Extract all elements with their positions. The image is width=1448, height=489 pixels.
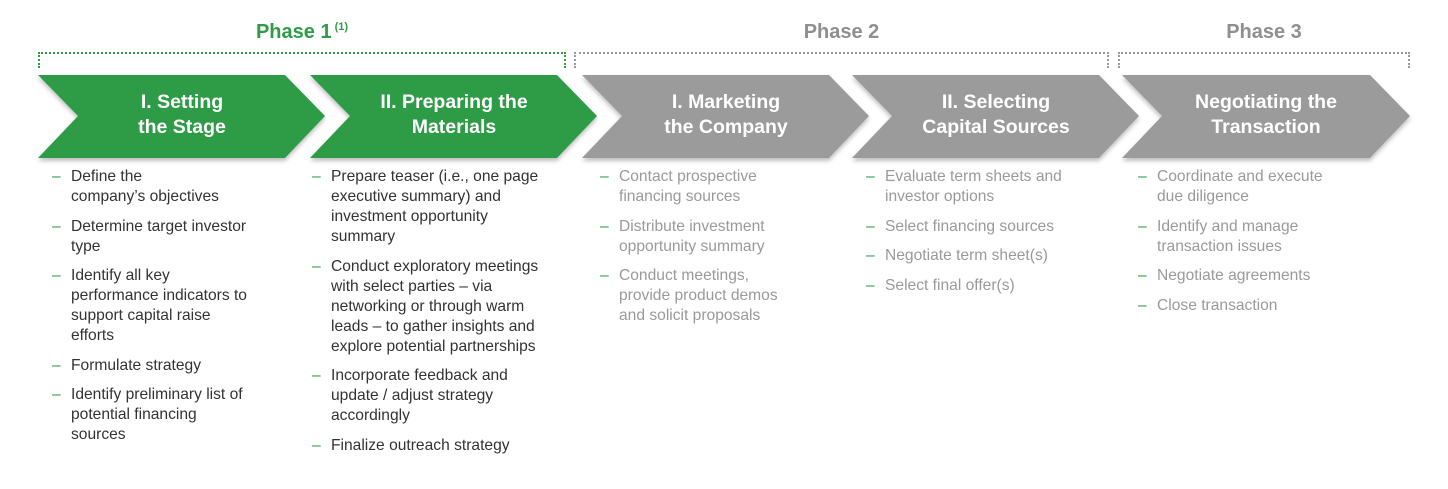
dash-bullet-icon: –: [866, 247, 875, 264]
dash-bullet-icon: –: [600, 217, 609, 235]
step-2-items: –Prepare teaser (i.e., one page executiv…: [312, 167, 538, 465]
list-item: –Negotiate agreements: [1138, 266, 1323, 286]
item-text: Distribute investment opportunity summar…: [619, 217, 765, 255]
list-item: –Conduct meetings, provide product demos…: [600, 266, 778, 326]
item-text: Select financing sources: [885, 217, 1055, 235]
dash-bullet-icon: –: [52, 356, 61, 374]
phase-1-footnote: (1): [334, 21, 349, 33]
item-text: Conduct exploratory meetings with select…: [331, 257, 539, 355]
item-text: Evaluate term sheets and investor option…: [885, 168, 1062, 205]
step-3-items: –Contact prospective financing sources –…: [600, 167, 778, 336]
item-text: Select final offer(s): [885, 276, 1015, 294]
item-text: Formulate strategy: [71, 356, 201, 374]
step-4-title: II. Selecting Capital Sources: [922, 91, 1070, 138]
item-text: Incorporate feedback and update / adjust…: [331, 367, 508, 424]
item-text: Conduct meetings, provide product demos …: [619, 267, 778, 324]
item-text: Identify all key performance indicators …: [71, 267, 247, 344]
dash-bullet-icon: –: [312, 257, 321, 275]
phase-2-label: Phase 2: [803, 21, 880, 43]
dash-bullet-icon: –: [312, 367, 321, 384]
list-item: –Finalize outreach strategy: [312, 436, 538, 456]
list-item: –Prepare teaser (i.e., one page executiv…: [312, 167, 538, 247]
dash-bullet-icon: –: [52, 386, 61, 403]
chevron-step-1: [38, 75, 325, 158]
phase-3-bracket: [1118, 52, 1410, 68]
phase-1-bracket: [38, 52, 566, 68]
step-5-items: –Coordinate and execute due diligence –I…: [1138, 167, 1323, 325]
list-item: –Determine target investor type: [52, 217, 247, 257]
list-item: –Close transaction: [1138, 296, 1323, 316]
dash-bullet-icon: –: [600, 168, 609, 185]
list-item: –Formulate strategy: [52, 356, 247, 376]
phase-1-label: Phase 1(1): [38, 21, 566, 44]
step-5-title: Negotiating the Transaction: [1195, 91, 1337, 138]
list-item: –Define the company’s objectives: [52, 167, 247, 207]
step-3-title: I. Marketing the Company: [664, 91, 788, 138]
item-text: Contact prospective financing sources: [619, 168, 757, 205]
list-item: –Contact prospective financing sources: [600, 167, 778, 207]
dash-bullet-icon: –: [1138, 267, 1147, 284]
list-item: –Negotiate term sheet(s): [866, 246, 1062, 266]
list-item: –Identify all key performance indicators…: [52, 266, 247, 346]
dash-bullet-icon: –: [1138, 296, 1147, 314]
chevron-step-2: [310, 75, 597, 158]
list-item: –Identify preliminary list of potential …: [52, 385, 247, 445]
chevron-step-3: [582, 75, 869, 158]
dash-bullet-icon: –: [52, 217, 61, 235]
item-text: Negotiate agreements: [1157, 267, 1311, 284]
dash-bullet-icon: –: [600, 267, 609, 284]
step-2-title: II. Preparing the Materials: [380, 91, 528, 138]
phase-2-bracket: [574, 52, 1109, 68]
chevron-step-5: [1122, 75, 1410, 158]
item-text: Negotiate term sheet(s): [885, 247, 1048, 264]
list-item: –Select financing sources: [866, 217, 1062, 237]
item-text: Identify and manage transaction issues: [1157, 217, 1299, 255]
list-item: –Coordinate and execute due diligence: [1138, 167, 1323, 207]
dash-bullet-icon: –: [866, 217, 875, 235]
list-item: –Distribute investment opportunity summa…: [600, 217, 778, 257]
dash-bullet-icon: –: [866, 276, 875, 294]
step-1-items: –Define the company’s objectives –Determ…: [52, 167, 247, 455]
step-4-items: –Evaluate term sheets and investor optio…: [866, 167, 1062, 305]
list-item: –Conduct exploratory meetings with selec…: [312, 257, 538, 357]
dash-bullet-icon: –: [312, 436, 321, 454]
item-text: Close transaction: [1157, 296, 1278, 314]
dash-bullet-icon: –: [52, 168, 61, 185]
phase-3-label: Phase 3: [1226, 21, 1302, 43]
dash-bullet-icon: –: [1138, 217, 1147, 235]
dash-bullet-icon: –: [866, 168, 875, 185]
chevron-step-4: [852, 75, 1139, 158]
phase-1-text: Phase 1: [255, 21, 332, 43]
item-text: Coordinate and execute due diligence: [1157, 168, 1323, 205]
dash-bullet-icon: –: [52, 267, 61, 284]
chevron-flow: [38, 75, 1410, 158]
dash-bullet-icon: –: [312, 168, 321, 185]
item-text: Prepare teaser (i.e., one page executive…: [331, 168, 539, 245]
step-1-title: I. Setting the Stage: [138, 91, 226, 138]
item-text: Define the company’s objectives: [71, 168, 219, 205]
dash-bullet-icon: –: [1138, 168, 1147, 185]
list-item: –Select final offer(s): [866, 276, 1062, 296]
list-item: –Evaluate term sheets and investor optio…: [866, 167, 1062, 207]
item-text: Determine target investor type: [71, 217, 247, 255]
item-text: Identify preliminary list of potential f…: [71, 386, 243, 443]
list-item: –Incorporate feedback and update / adjus…: [312, 366, 538, 426]
item-text: Finalize outreach strategy: [331, 436, 510, 454]
list-item: –Identify and manage transaction issues: [1138, 217, 1323, 257]
